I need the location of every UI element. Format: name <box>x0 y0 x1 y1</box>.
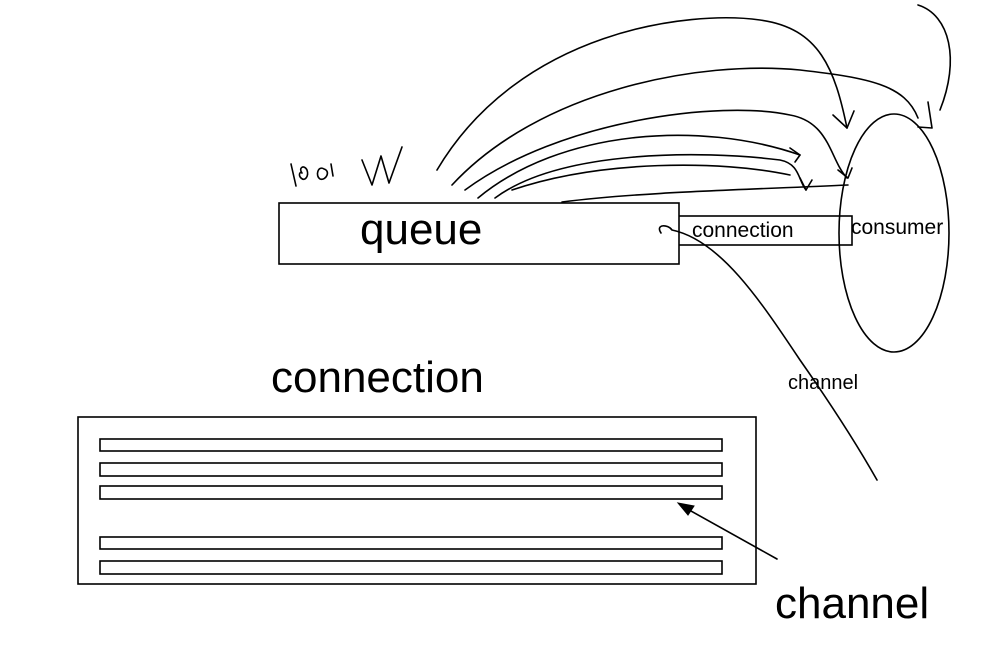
message-flow-curves <box>436 4 952 203</box>
channel-small-label: channel <box>788 372 858 394</box>
consumer-ellipse <box>838 113 950 353</box>
queue-box <box>278 202 680 265</box>
channel-bars <box>99 438 723 575</box>
channel-bar <box>99 536 723 550</box>
consumer-label: consumer <box>851 216 943 239</box>
handwritten-note <box>290 146 403 187</box>
queue-label: queue <box>360 205 482 254</box>
inner-connection-label: connection <box>692 219 794 242</box>
channel-bar <box>99 462 723 477</box>
arrowheads <box>789 101 933 191</box>
channel-bar <box>99 560 723 575</box>
channel-bar <box>99 438 723 452</box>
channel-line <box>658 225 878 481</box>
connection-title: connection <box>271 353 484 402</box>
channel-bar <box>99 485 723 500</box>
channel-caption: channel <box>775 579 929 628</box>
channel-pointer-arrow <box>676 502 778 560</box>
